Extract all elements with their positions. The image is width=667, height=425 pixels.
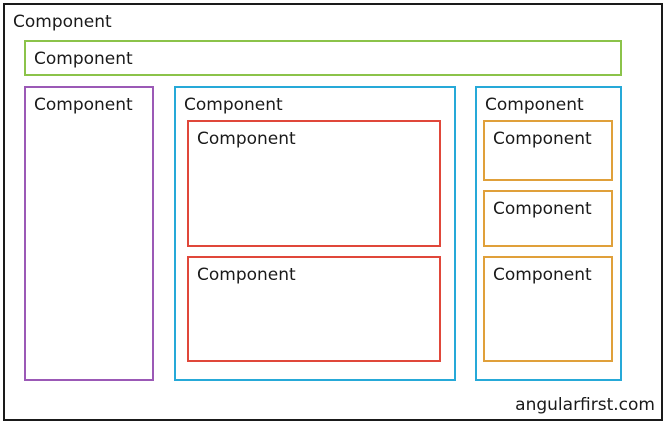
right-component-box: Component <box>475 86 622 381</box>
center-component-box: Component <box>174 86 456 381</box>
right-component-label: Component <box>485 95 584 115</box>
right-child-component-box-1: Component <box>483 120 613 181</box>
center-child-component-box-1: Component <box>187 120 441 247</box>
left-component-label: Component <box>34 95 133 115</box>
right-child-component-label-1: Component <box>493 129 592 149</box>
center-child-component-label-1: Component <box>197 129 296 149</box>
root-component-label: Component <box>13 12 112 32</box>
right-child-component-label-2: Component <box>493 199 592 219</box>
center-component-label: Component <box>184 95 283 115</box>
center-child-component-label-2: Component <box>197 265 296 285</box>
left-component-box: Component <box>24 86 154 381</box>
right-child-component-box-2: Component <box>483 190 613 247</box>
right-child-component-box-3: Component <box>483 256 613 362</box>
root-component-box: Component <box>3 3 663 421</box>
site-credit: angularfirst.com <box>515 395 655 415</box>
right-child-component-label-3: Component <box>493 265 592 285</box>
header-component-box: Component <box>24 40 622 76</box>
header-component-label: Component <box>34 49 133 69</box>
center-child-component-box-2: Component <box>187 256 441 362</box>
